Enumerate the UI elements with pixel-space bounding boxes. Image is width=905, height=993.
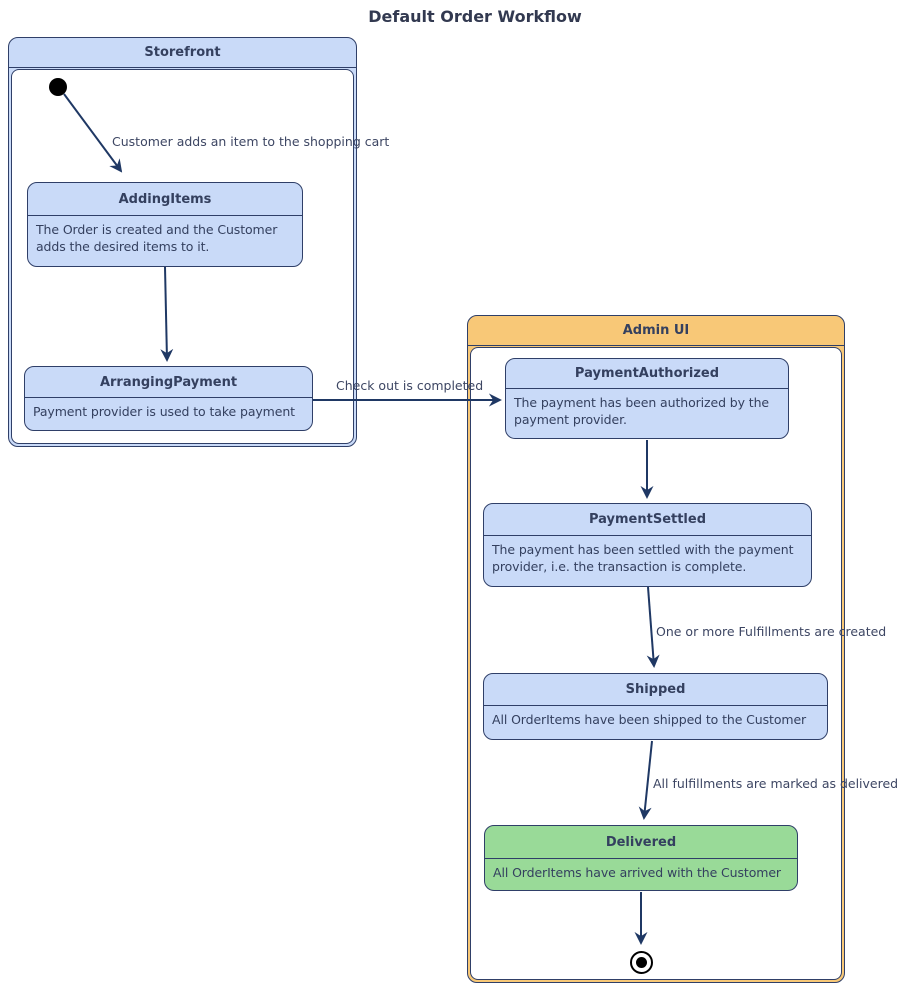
state-adding-items-title: AddingItems — [28, 183, 302, 216]
state-payment-authorized-title: PaymentAuthorized — [506, 359, 788, 389]
state-shipped-description: All OrderItems have been shipped to the … — [492, 712, 807, 727]
diagram-title: Default Order Workflow — [368, 7, 582, 26]
state-arranging-payment: ArrangingPayment Payment provider is use… — [24, 366, 313, 431]
transition-label-checkout: Check out is completed — [336, 378, 484, 393]
state-delivered: Delivered All OrderItems have arrived wi… — [484, 825, 798, 891]
state-shipped-title: Shipped — [484, 674, 827, 706]
state-payment-authorized-description: The payment has been authorized by the p… — [514, 395, 770, 427]
final-state-icon — [630, 951, 653, 974]
state-arranging-payment-description: Payment provider is used to take payment — [33, 404, 295, 419]
state-shipped: Shipped All OrderItems have been shipped… — [483, 673, 828, 740]
container-storefront-title: Storefront — [9, 38, 356, 68]
state-payment-settled-description: The payment has been settled with the pa… — [492, 542, 794, 574]
state-payment-settled-title: PaymentSettled — [484, 504, 811, 536]
state-adding-items-description: The Order is created and the Customer ad… — [36, 222, 278, 254]
state-arranging-payment-title: ArrangingPayment — [25, 367, 312, 398]
state-payment-settled: PaymentSettled The payment has been sett… — [483, 503, 812, 587]
initial-state-icon — [49, 78, 67, 96]
state-payment-authorized: PaymentAuthorized The payment has been a… — [505, 358, 789, 439]
container-admin-ui-title: Admin UI — [468, 316, 844, 346]
state-delivered-title: Delivered — [485, 826, 797, 859]
state-delivered-description: All OrderItems have arrived with the Cus… — [493, 865, 781, 880]
transition-label-marked-delivered: All fulfillments are marked as delivered — [653, 776, 899, 791]
transition-label-fulfillments-created: One or more Fulfillments are created — [656, 624, 887, 639]
transition-label-add-item: Customer adds an item to the shopping ca… — [112, 134, 390, 149]
state-adding-items: AddingItems The Order is created and the… — [27, 182, 303, 267]
